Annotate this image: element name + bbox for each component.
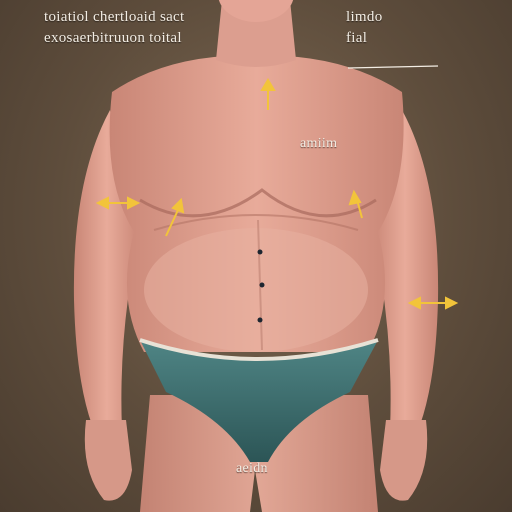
chest-label: amiim xyxy=(300,136,338,151)
bottom-label: aeidn xyxy=(236,461,268,476)
belly xyxy=(144,228,368,352)
navel-dot-1 xyxy=(257,249,263,255)
double-headed-arrow-icon xyxy=(260,78,276,110)
double-headed-arrow-icon xyxy=(95,196,141,210)
top-left-label-line-2: exosaerbitruuon toital xyxy=(44,30,182,46)
double-headed-arrow-icon xyxy=(407,296,459,310)
double-headed-arrow-icon xyxy=(165,197,185,237)
top-left-label-line-1: toiatiol chertloaid sact xyxy=(44,9,185,25)
pointer-line xyxy=(347,65,439,69)
belly-fold xyxy=(153,214,359,231)
top-right-label-line-2: fial xyxy=(346,30,368,46)
head xyxy=(218,0,294,22)
navel-dot-3 xyxy=(257,317,263,323)
navel-dot-2 xyxy=(259,282,265,288)
right-hand xyxy=(380,420,428,501)
underwear-waistband xyxy=(139,338,379,361)
top-right-label-line-1: limdo xyxy=(346,9,383,25)
left-hand xyxy=(84,420,132,501)
underwear xyxy=(140,340,378,462)
double-headed-arrow-icon xyxy=(348,189,363,219)
